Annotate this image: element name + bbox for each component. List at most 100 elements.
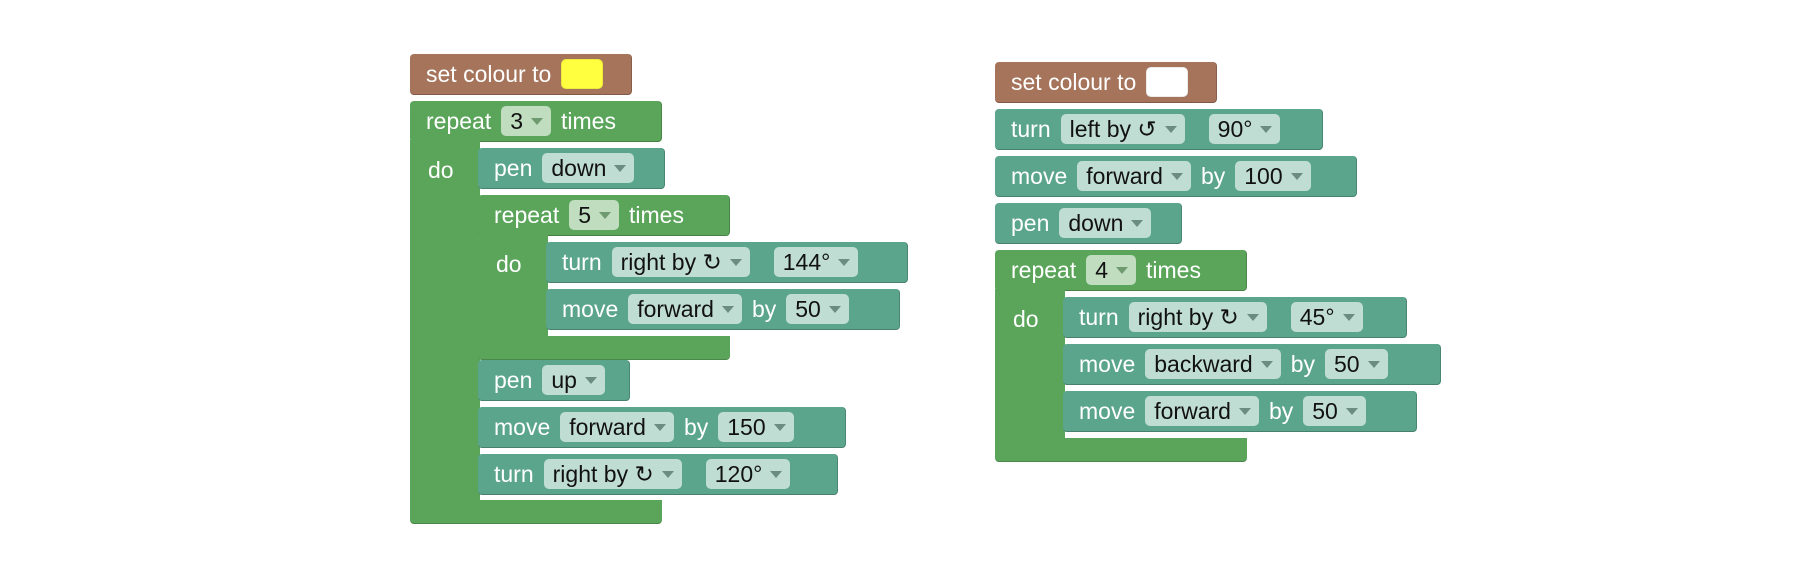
turn-label: turn [1011, 115, 1051, 142]
repeat-block-inner[interactable]: repeat 5 times [478, 195, 730, 236]
turn-block[interactable]: turn left by ↺ 90° [995, 109, 1323, 150]
dropdown-caret-icon [770, 470, 783, 478]
pen-state-value: down [551, 154, 607, 181]
turn-label: turn [1079, 303, 1119, 330]
do-label: do [1013, 306, 1039, 332]
angle-dropdown[interactable]: 90° [1208, 114, 1281, 144]
dropdown-caret-icon [1238, 407, 1251, 415]
repeat-block[interactable]: repeat 4 times [995, 250, 1247, 291]
move-block[interactable]: move forward by 50 [546, 289, 900, 330]
move-label: move [562, 295, 619, 322]
dropdown-caret-icon [614, 164, 627, 172]
pen-up-block[interactable]: pen up [478, 360, 630, 401]
turn-label: turn [494, 460, 534, 487]
turn-direction-dropdown[interactable]: right by ↻ [611, 247, 750, 277]
angle-dropdown[interactable]: 45° [1290, 302, 1363, 332]
move-direction-value: backward [1154, 350, 1253, 377]
dropdown-caret-icon [729, 258, 742, 266]
angle-dropdown[interactable]: 144° [773, 247, 859, 277]
pen-label: pen [1011, 209, 1050, 236]
turn-direction-value: right by ↻ [1137, 303, 1239, 330]
turn-direction-dropdown[interactable]: right by ↻ [543, 459, 682, 489]
times-label: times [561, 107, 616, 134]
pen-state-dropdown[interactable]: up [542, 365, 605, 395]
by-label: by [751, 295, 777, 322]
move-block[interactable]: move forward by 50 [1063, 391, 1417, 432]
dropdown-caret-icon [828, 305, 841, 313]
move-direction-dropdown[interactable]: forward [560, 412, 674, 442]
distance-dropdown[interactable]: 100 [1235, 161, 1311, 191]
move-direction-dropdown[interactable]: forward [628, 294, 742, 324]
by-label: by [683, 413, 709, 440]
repeat-count-value: 4 [1095, 256, 1109, 283]
repeat-count-dropdown[interactable]: 5 [569, 200, 620, 230]
move-direction-dropdown[interactable]: forward [1077, 161, 1191, 191]
move-direction-dropdown[interactable]: backward [1145, 349, 1281, 379]
turn-block[interactable]: turn right by ↻ 144° [546, 242, 908, 283]
distance-dropdown[interactable]: 50 [1303, 396, 1366, 426]
do-label: do [496, 251, 522, 277]
repeat-label: repeat [494, 201, 560, 228]
pen-label: pen [494, 154, 533, 181]
pen-down-block[interactable]: pen down [995, 203, 1182, 244]
move-block[interactable]: move forward by 100 [995, 156, 1357, 197]
repeat-outer-foot [410, 500, 662, 524]
angle-value: 45° [1299, 303, 1335, 330]
dropdown-caret-icon [838, 258, 851, 266]
turn-direction-dropdown[interactable]: right by ↻ [1128, 302, 1267, 332]
repeat-count-value: 3 [510, 107, 524, 134]
distance-dropdown[interactable]: 150 [718, 412, 794, 442]
dropdown-caret-icon [1367, 360, 1380, 368]
move-direction-value: forward [1086, 162, 1163, 189]
dropdown-caret-icon [1345, 407, 1358, 415]
pen-state-value: down [1068, 209, 1124, 236]
turn-block[interactable]: turn right by ↻ 45° [1063, 297, 1407, 338]
move-direction-value: forward [637, 295, 714, 322]
move-direction-value: forward [569, 413, 646, 440]
dropdown-caret-icon [531, 117, 544, 125]
set-colour-block[interactable]: set colour to [410, 54, 632, 95]
angle-dropdown[interactable]: 120° [705, 459, 791, 489]
dropdown-caret-icon [1164, 125, 1177, 133]
repeat-block-outer[interactable]: repeat 3 times [410, 101, 662, 142]
distance-value: 50 [1333, 350, 1360, 377]
dropdown-caret-icon [1260, 125, 1273, 133]
dropdown-caret-icon [653, 423, 666, 431]
move-label: move [1079, 350, 1136, 377]
distance-dropdown[interactable]: 50 [786, 294, 849, 324]
dropdown-caret-icon [721, 305, 734, 313]
turn-direction-value: right by ↻ [552, 460, 654, 487]
repeat-foot [995, 438, 1247, 462]
turn-label: turn [562, 248, 602, 275]
move-block[interactable]: move backward by 50 [1063, 344, 1441, 385]
by-label: by [1200, 162, 1226, 189]
pen-state-dropdown[interactable]: down [542, 153, 635, 183]
repeat-label: repeat [426, 107, 492, 134]
dropdown-caret-icon [584, 376, 597, 384]
colour-swatch[interactable] [561, 59, 604, 89]
move-label: move [1079, 397, 1136, 424]
move-direction-dropdown[interactable]: forward [1145, 396, 1259, 426]
set-colour-block[interactable]: set colour to [995, 62, 1217, 103]
pen-label: pen [494, 366, 533, 393]
turn-direction-dropdown[interactable]: left by ↺ [1060, 114, 1185, 144]
repeat-count-value: 5 [578, 201, 592, 228]
repeat-inner-rail [478, 234, 548, 344]
set-colour-label: set colour to [1011, 68, 1137, 95]
turn-block[interactable]: turn right by ↻ 120° [478, 454, 838, 495]
pen-state-dropdown[interactable]: down [1059, 208, 1152, 238]
colour-swatch[interactable] [1146, 67, 1189, 97]
move-block[interactable]: move forward by 150 [478, 407, 846, 448]
move-label: move [1011, 162, 1068, 189]
pen-down-block[interactable]: pen down [478, 148, 665, 189]
times-label: times [1146, 256, 1201, 283]
distance-value: 50 [1312, 397, 1338, 424]
dropdown-caret-icon [1246, 313, 1259, 321]
repeat-count-dropdown[interactable]: 3 [501, 106, 552, 136]
by-label: by [1268, 397, 1294, 424]
distance-dropdown[interactable]: 50 [1324, 349, 1388, 379]
angle-value: 120° [714, 460, 763, 487]
repeat-count-dropdown[interactable]: 4 [1086, 255, 1137, 285]
repeat-label: repeat [1011, 256, 1077, 283]
